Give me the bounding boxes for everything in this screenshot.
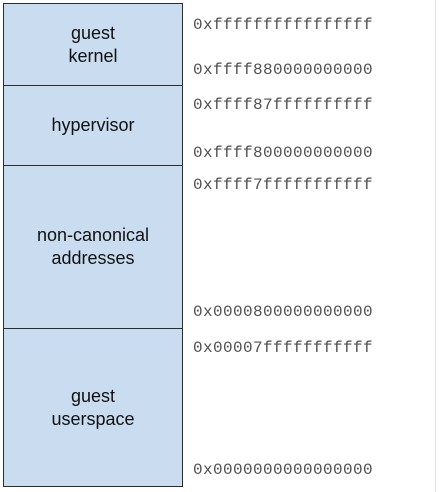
memory-map: guest kernel hypervisor non-canonical ad… — [3, 3, 183, 487]
address-label: 0xffff87ffffffffff — [193, 96, 374, 114]
address-label: 0x00007fffffffffff — [193, 339, 374, 357]
address-label: 0xffff880000000000 — [193, 61, 374, 79]
address-label: 0x0000800000000000 — [193, 303, 374, 321]
region-hypervisor: hypervisor — [3, 85, 183, 166]
region-guest-kernel: guest kernel — [3, 3, 183, 86]
region-non-canonical-addresses: non-canonical addresses — [3, 165, 183, 329]
frame-border — [435, 0, 436, 492]
address-label: 0x0000000000000000 — [193, 461, 374, 479]
address-label: 0xffff800000000000 — [193, 144, 374, 162]
address-label: 0xffff7fffffffffff — [193, 176, 374, 194]
region-guest-userspace: guest userspace — [3, 328, 183, 487]
address-label: 0xffffffffffffffff — [193, 16, 374, 34]
